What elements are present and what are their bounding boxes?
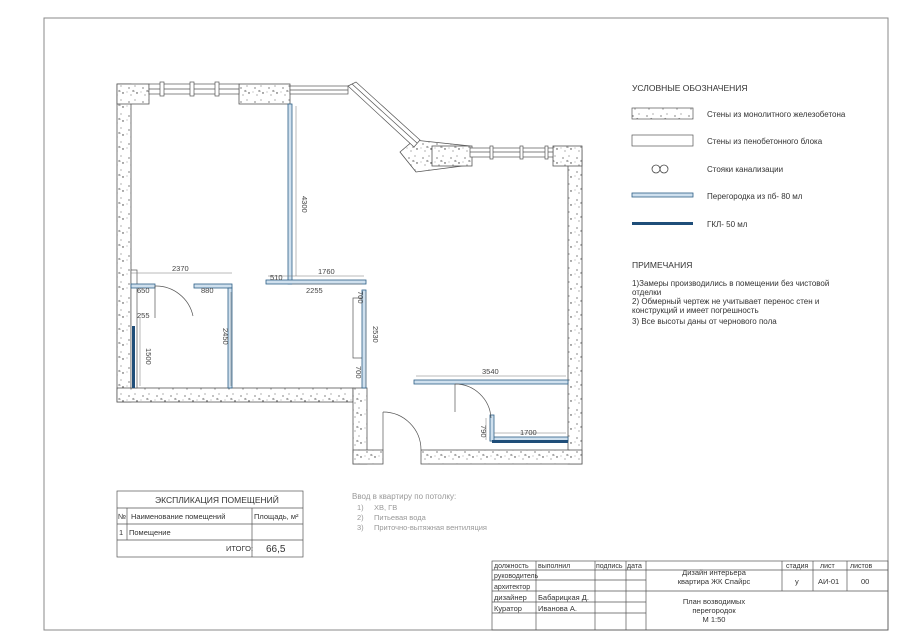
notes-title: ПРИМЕЧАНИЯ (632, 260, 692, 270)
tb-name-3: Бабарицкая Д. (538, 593, 589, 602)
foam-block-walls (130, 269, 364, 389)
tb-role-2: архитектор (494, 584, 530, 591)
tb-col-sign: подпись (596, 563, 623, 570)
foam-block-symbol (631, 134, 694, 147)
explication-table (116, 490, 304, 558)
tb-sheet-3: М 1:50 (703, 615, 726, 624)
dim-1500: 1500 (144, 348, 153, 365)
legend-label-partition: Перегородка из пб- 80 мл (707, 192, 803, 201)
tb-name-4: Иванова А. (538, 604, 577, 613)
tb-stage-value: у (795, 577, 799, 586)
notes-line-2: отделки (632, 288, 661, 297)
dim-4300: 4300 (300, 196, 309, 213)
dim-2370: 2370 (172, 264, 189, 273)
legend-title: УСЛОВНЫЕ ОБОЗНАЧЕНИЯ (632, 83, 748, 93)
dim-650: 650 (137, 286, 150, 295)
inlet-item-3-num: 3) (357, 523, 364, 532)
notes-line-5: 3) Все высоты даны от чернового пола (632, 317, 777, 326)
gkl-50-symbol (632, 222, 693, 225)
tb-project-2: квартира ЖК Спайрс (678, 577, 751, 586)
concrete-wall-symbol (631, 107, 694, 120)
concrete-walls (116, 83, 583, 465)
legend: УСЛОВНЫЕ ОБОЗНАЧЕНИЯ Стены из монолитног… (631, 83, 846, 229)
partitions-pb80 (130, 103, 569, 442)
dimension-labels: 4300 2370 510 1760 650 880 2255 700 255 … (137, 196, 537, 438)
inlet-item-1: ХВ, ГВ (374, 503, 397, 512)
sheet-frame (43, 17, 889, 631)
partitions-gkl50 (132, 326, 568, 443)
dim-880: 880 (201, 286, 214, 295)
partition-80-symbol (631, 192, 694, 198)
inlet-item-3: Приточно-вытяжная вентиляция (374, 523, 487, 532)
sewer-riser-symbol-1 (651, 164, 661, 174)
dim-510: 510 (270, 273, 283, 282)
inlet-item-2: Питьевая вода (374, 513, 427, 522)
inlet-note: Ввод в квартиру по потолку: 1) ХВ, ГВ 2)… (352, 492, 487, 532)
tb-col-role: должность (494, 563, 529, 570)
doors (154, 285, 492, 451)
tb-sheets-value: 00 (861, 577, 869, 586)
window-glazing (148, 81, 554, 160)
tb-sheet-value: АИ-01 (818, 577, 839, 586)
notes-line-1: 1)Замеры производились в помещении без ч… (632, 279, 829, 288)
legend-label-sewer: Стояки канализации (707, 165, 783, 174)
title-block (491, 560, 889, 631)
dim-2530: 2530 (371, 326, 380, 343)
dim-1700: 1700 (520, 428, 537, 437)
legend-label-foam: Стены из пенобетонного блока (707, 137, 823, 146)
tb-project-1: Дизайн интерьера (682, 568, 747, 577)
tb-stage-label: стадия (786, 563, 809, 570)
dim-790: 790 (479, 425, 488, 438)
dim-700-top: 700 (356, 291, 365, 304)
tb-col-done: выполнил (538, 563, 570, 570)
dim-2450: 2450 (221, 328, 230, 345)
explication-header-name: Наименование помещений (131, 512, 225, 521)
explication-row-no: 1 (119, 528, 123, 537)
dim-700-bottom: 700 (354, 366, 363, 379)
tb-sheet-2: перегородок (692, 606, 736, 615)
inlet-item-1-num: 1) (357, 503, 364, 512)
explication-title: ЭКСПЛИКАЦИЯ ПОМЕЩЕНИЙ (155, 494, 279, 505)
inlet-title: Ввод в квартиру по потолку: (352, 492, 456, 501)
dimension-lines (131, 106, 566, 440)
dim-1760: 1760 (318, 267, 335, 276)
dim-255: 255 (137, 311, 150, 320)
floor-plan (116, 81, 583, 465)
explication-total-value: 66,5 (266, 544, 286, 555)
tb-sheet-label: лист (820, 563, 835, 570)
title-block-text: должность выполнил подпись дата руководи… (494, 563, 873, 624)
tb-role-4: Куратор (494, 604, 522, 613)
notes: ПРИМЕЧАНИЯ 1)Замеры производились в поме… (632, 260, 829, 326)
explication-row-name: Помещение (129, 528, 171, 537)
tb-sheets-label: листов (850, 563, 873, 570)
tb-col-date: дата (627, 563, 642, 570)
dim-3540: 3540 (482, 367, 499, 376)
tb-role-3: дизайнер (494, 593, 527, 602)
notes-line-4: конструкций и имеет погрешность (632, 306, 759, 315)
tb-sheet-1: План возводимых (683, 597, 746, 606)
inlet-item-2-num: 2) (357, 513, 364, 522)
explication-total-label: ИТОГО: (226, 544, 253, 553)
notes-line-3: 2) Обмерный чертеж не учитывает перенос … (632, 297, 819, 306)
legend-label-concrete: Стены из монолитного железобетона (707, 110, 846, 119)
legend-label-gkl: ГКЛ- 50 мл (707, 220, 748, 229)
explication-header-no: № (118, 512, 126, 521)
sewer-riser-symbol-2 (659, 164, 669, 174)
explication-header-area: Площадь, м² (254, 512, 299, 521)
dim-2255: 2255 (306, 286, 323, 295)
tb-role-1: руководитель (494, 573, 539, 580)
